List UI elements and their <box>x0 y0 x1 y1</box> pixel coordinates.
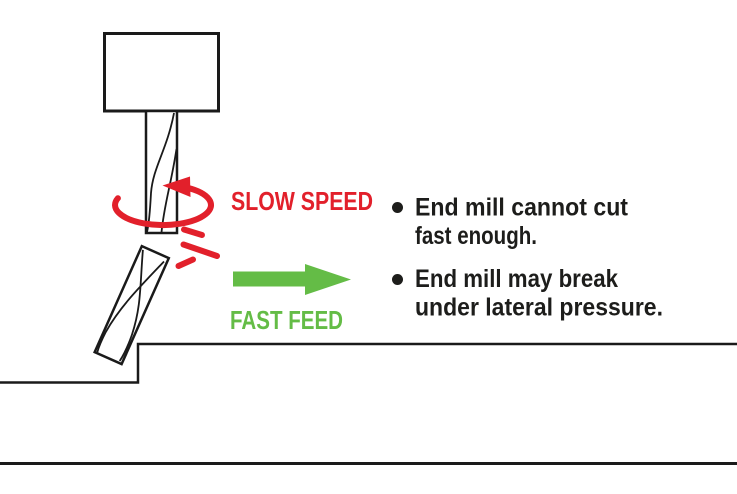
note-line: fast enough. <box>415 222 537 250</box>
broken-end-mill-tip <box>93 244 171 366</box>
end-mill-shank <box>144 109 179 235</box>
workpiece-step-outline <box>0 342 737 384</box>
flute-line <box>118 249 144 362</box>
break-impact-mark <box>175 256 196 269</box>
rotation-arrow-head-icon <box>162 176 191 197</box>
bullet-dot <box>392 274 403 285</box>
feed-direction-arrow <box>233 264 351 295</box>
rotation-arrow-arc <box>112 184 214 229</box>
break-impact-mark <box>180 241 220 259</box>
broken-tip-body <box>93 244 171 366</box>
note-line: End mill may break <box>415 265 618 293</box>
note-line: End mill cannot cut <box>415 194 629 222</box>
slow-speed-label: SLOW SPEED <box>231 186 373 216</box>
break-impact-mark <box>181 226 205 238</box>
flute-line <box>96 260 165 353</box>
fast-feed-label: FAST FEED <box>230 305 343 335</box>
spindle-collet <box>103 32 220 113</box>
note-line: under lateral pressure. <box>415 294 663 322</box>
bullet-dot <box>392 202 403 213</box>
